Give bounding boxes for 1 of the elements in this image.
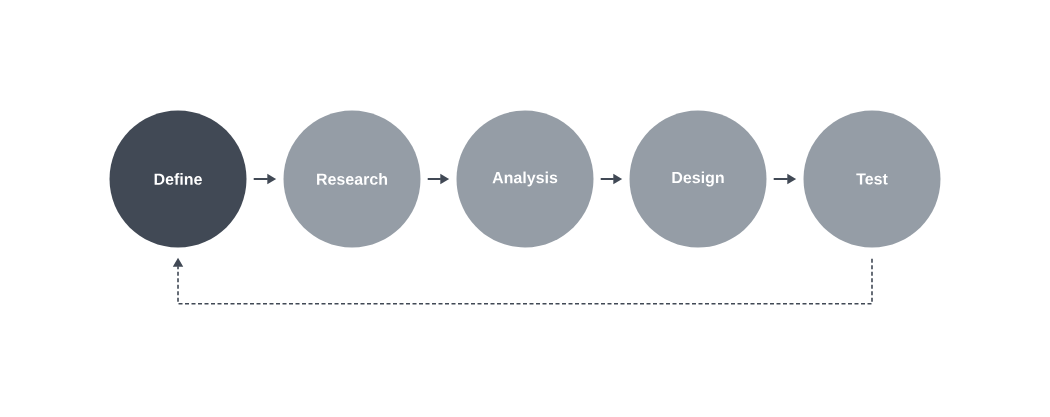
feedback-arrow	[172, 257, 873, 305]
